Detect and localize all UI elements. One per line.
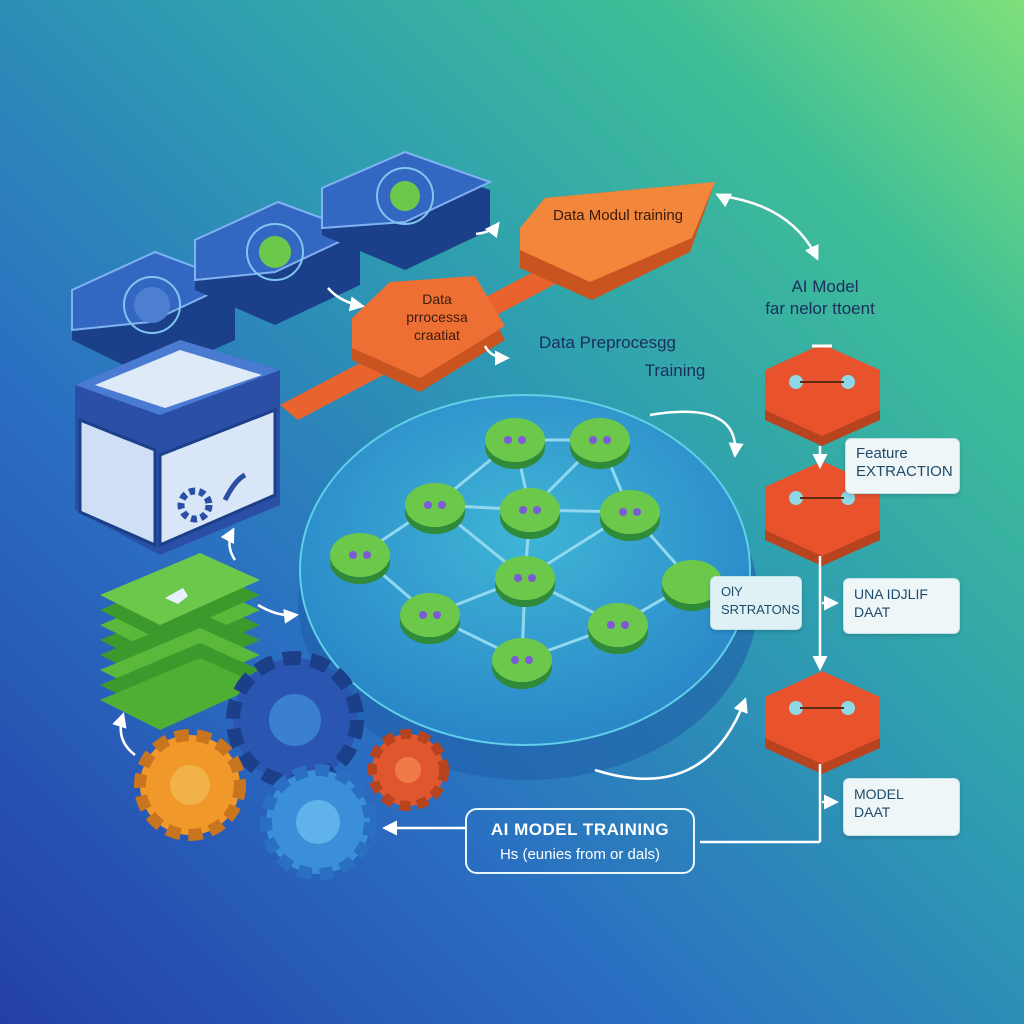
network-node — [485, 418, 545, 469]
tag-oly-extraction: OlY SRTRATONS — [710, 576, 802, 630]
ai-model-training-box: AI MODEL TRAINING Hs (eunies from or dal… — [465, 808, 695, 874]
training-box-title: AI MODEL TRAINING — [490, 820, 670, 839]
network-node — [495, 556, 555, 607]
tag-una-data: UNA IDJLIF DAAT — [843, 578, 960, 634]
model-hexagon — [765, 671, 880, 774]
network-node — [400, 593, 460, 644]
tag-model-data: MODEL DAAT — [843, 778, 960, 836]
label-training: Training — [644, 361, 706, 380]
training-box-subtitle: Hs (eunies from or dals) — [499, 846, 661, 863]
label-ai-model-sub: far nelor ttoent — [765, 299, 875, 318]
label-data-model-training: Data Modul training — [548, 206, 688, 225]
data-stack — [100, 553, 260, 730]
network-node — [662, 560, 722, 611]
server-box — [75, 340, 280, 555]
model-hexagon — [765, 344, 880, 446]
label-text: Data Modul training — [552, 207, 684, 224]
label-data-process: Data prrocessa craatiat — [406, 291, 468, 343]
model-hexagons — [765, 344, 880, 774]
network-node — [492, 638, 552, 689]
tag-feature-extraction: Feature EXTRACTION — [845, 438, 960, 494]
gear-cluster — [134, 651, 449, 880]
data-process-block — [352, 276, 505, 392]
network-node — [600, 490, 660, 541]
label-ai-model: AI Model — [791, 277, 859, 296]
network-node — [405, 483, 465, 534]
network-node — [588, 603, 648, 654]
network-nodes — [330, 418, 722, 689]
label-data-preprocessing: Data Preprocesgg — [538, 333, 677, 352]
data-model-training-block — [520, 182, 715, 300]
network-node — [330, 533, 390, 584]
network-node — [500, 488, 560, 539]
flow-arrows — [112, 193, 839, 844]
network-node — [570, 418, 630, 469]
